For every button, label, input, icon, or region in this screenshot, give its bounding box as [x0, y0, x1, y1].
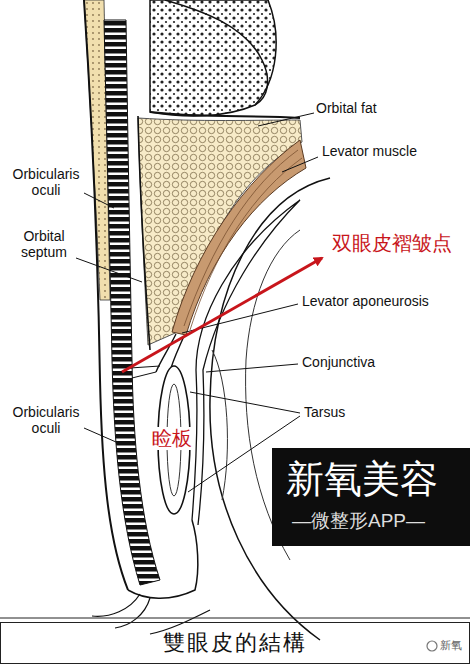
fold-point-label: 双眼皮褶皱点	[332, 232, 452, 255]
caption-box: 雙眼皮的結構	[0, 622, 470, 664]
periosteum	[150, 112, 300, 118]
cornea	[212, 350, 227, 500]
label: Orbital fat	[316, 100, 377, 116]
lid-margin	[128, 520, 198, 598]
label: Levator muscle	[322, 143, 417, 159]
orbital-septum	[138, 116, 150, 350]
aponeurosis-fibres	[130, 366, 160, 378]
label: Levator aponeurosis	[302, 293, 429, 309]
watermark: 新氧美容	[286, 458, 438, 502]
frontal-bone	[150, 0, 276, 116]
watermark: 新氧	[440, 639, 462, 652]
watermark-panel	[272, 448, 470, 546]
watermark: —微整形APP—	[292, 510, 425, 532]
label: Orbital septum	[8, 228, 80, 260]
label: Orbicularis oculi	[4, 404, 88, 436]
leader-lines	[76, 113, 318, 492]
watermark-icon	[427, 641, 437, 651]
caption-rule	[0, 618, 470, 619]
tarsus-label: 睑板	[150, 427, 194, 450]
label: Orbicularis oculi	[4, 166, 88, 198]
caption: 雙眼皮的結構	[163, 628, 307, 658]
fold-point-arrow	[122, 258, 322, 372]
label: Tarsus	[304, 404, 345, 420]
label: Conjunctiva	[302, 354, 375, 370]
orbital-rim	[165, 0, 268, 105]
